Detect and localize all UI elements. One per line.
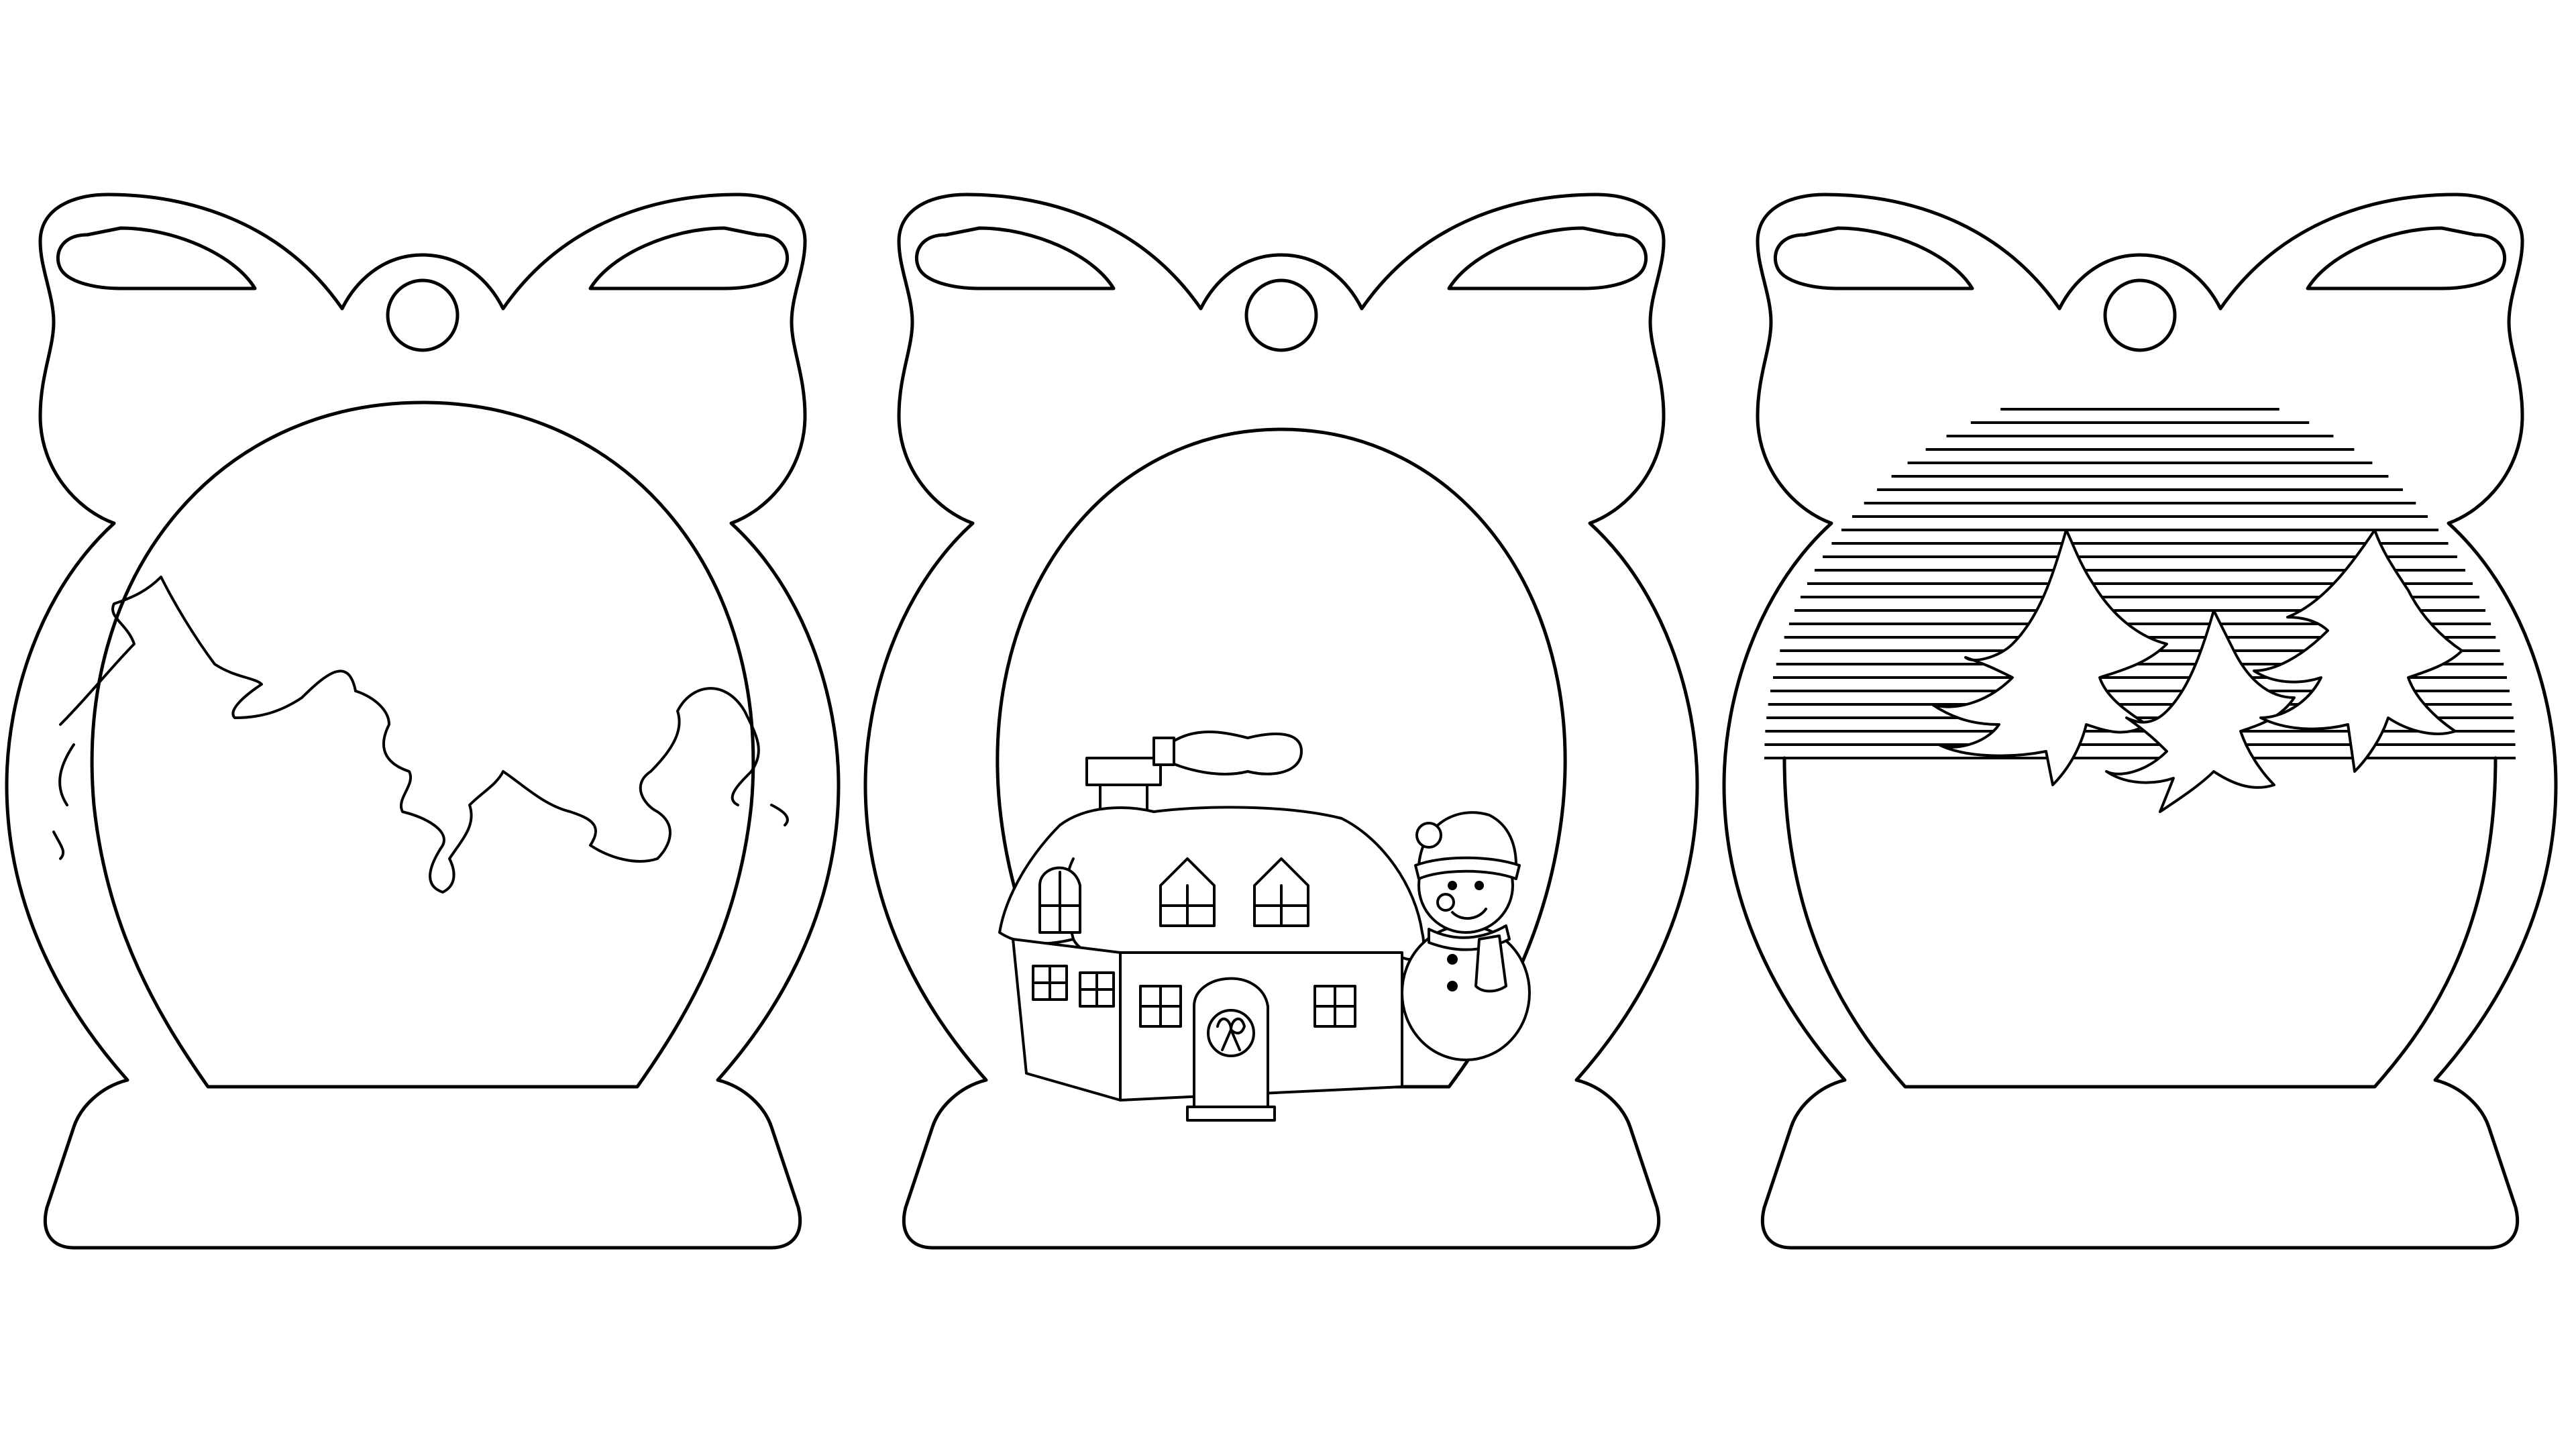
- tree-middle: [2105, 609, 2296, 813]
- tree-silhouette-left: [59, 576, 357, 726]
- globe-window-trees: [90, 400, 755, 1089]
- snow-globe-ornament-sunset-trees: [1724, 195, 2556, 1248]
- globe-window-sunset: [1782, 756, 2498, 1089]
- house-drawing: [998, 731, 1425, 1122]
- attic-windows: [1038, 857, 1309, 934]
- lower-windows: [1032, 965, 1356, 1028]
- tree-silhouette-right: [502, 687, 760, 863]
- snow-globe-ornament-trees: [7, 195, 839, 1248]
- tree-silhouette-middle: [354, 690, 504, 894]
- snowman-drawing: [1401, 811, 1531, 1061]
- tree-left: [1931, 529, 2168, 786]
- snow-globe-ornament-house-snowman: [865, 195, 1697, 1248]
- tree-right: [2253, 529, 2463, 773]
